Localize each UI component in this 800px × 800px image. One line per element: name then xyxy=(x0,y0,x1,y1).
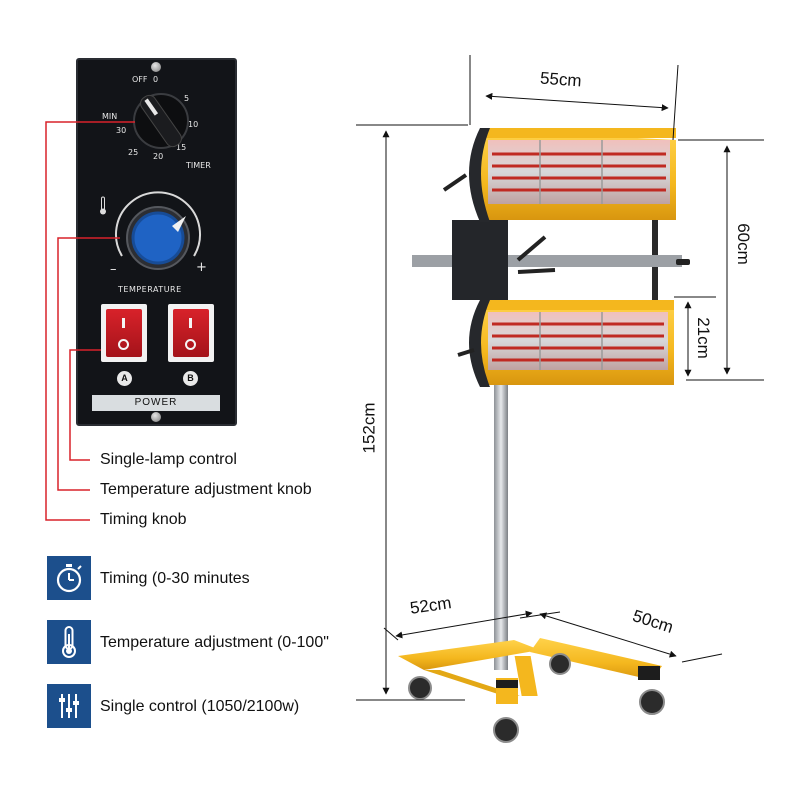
timer-tick-25: 25 xyxy=(128,148,139,157)
power-label: POWER xyxy=(92,395,220,411)
dim-width-top: 55cm xyxy=(539,68,583,91)
top-lamp xyxy=(442,128,676,222)
temperature-plus: + xyxy=(196,260,207,275)
feature-thermometer-box xyxy=(47,620,91,664)
feature-timing-text: Timing (0-30 minutes xyxy=(100,570,250,587)
switch-a-label: A xyxy=(117,371,132,386)
feature-sliders-box xyxy=(47,684,91,728)
timer-tick-15: 15 xyxy=(176,143,187,152)
panel-thermometer-icon xyxy=(100,196,106,215)
timer-tick-0: 0 xyxy=(153,75,159,84)
callout-single-lamp: Single-lamp control xyxy=(100,451,237,468)
temperature-knob[interactable] xyxy=(108,188,208,288)
dim-lamp-height: 21cm xyxy=(693,317,713,359)
timer-label: TIMER xyxy=(186,161,211,170)
callout-timing-knob: Timing knob xyxy=(100,511,187,528)
timer-min-label: MIN xyxy=(102,112,118,121)
stopwatch-icon xyxy=(56,564,82,593)
switch-b-label: B xyxy=(183,371,198,386)
feature-single-control-text: Single control (1050/2100w) xyxy=(100,698,300,715)
dim-total-height: 152cm xyxy=(359,402,379,454)
timer-tick-5: 5 xyxy=(184,94,190,103)
temperature-minus: – xyxy=(110,262,117,277)
temperature-label: TEMPERATURE xyxy=(118,285,182,294)
panel-screw-bottom xyxy=(151,412,161,422)
bottom-lamp xyxy=(457,300,674,387)
timer-knob[interactable] xyxy=(126,86,196,156)
dim-span: 60cm xyxy=(733,223,753,265)
callout-temperature-knob: Temperature adjustment knob xyxy=(100,481,312,498)
timer-tick-30: 30 xyxy=(116,126,127,135)
switch-b[interactable] xyxy=(168,304,214,362)
mount-block xyxy=(452,220,508,300)
feature-temperature-text: Temperature adjustment (0-100" xyxy=(100,634,329,651)
crossbar-cap xyxy=(676,259,690,265)
lamp-stand-illustration xyxy=(398,128,690,743)
stand-pole xyxy=(494,370,508,670)
sliders-icon xyxy=(59,694,79,718)
switch-a[interactable] xyxy=(101,304,147,362)
thermometer-icon xyxy=(62,626,76,658)
handle-top xyxy=(516,235,547,262)
feature-stopwatch-box xyxy=(47,556,91,600)
casters xyxy=(408,653,665,743)
panel-screw-top xyxy=(151,62,161,72)
handle-mid xyxy=(517,268,556,274)
timer-tick-10: 10 xyxy=(188,120,199,129)
timer-section: OFF 0 5 10 15 20 25 30 MIN TIMER xyxy=(76,58,237,188)
timer-tick-20: 20 xyxy=(153,152,164,161)
timer-off-label: OFF xyxy=(132,75,148,84)
